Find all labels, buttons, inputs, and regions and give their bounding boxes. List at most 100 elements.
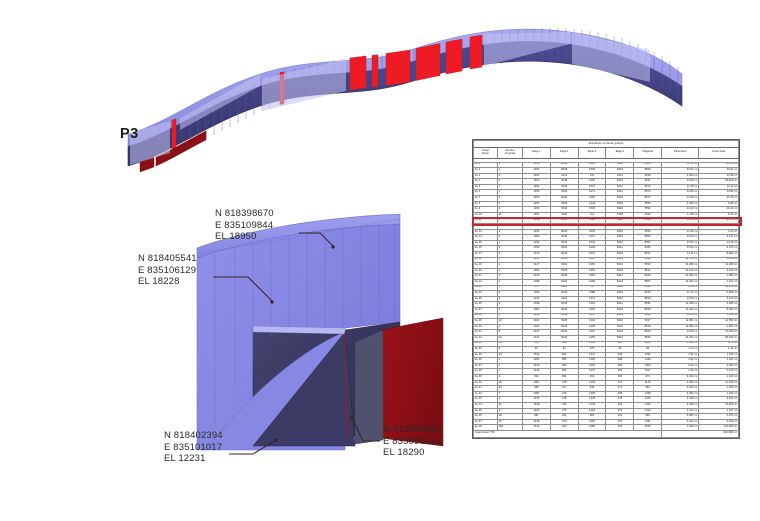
cell-number-of-panels: 13 [496, 351, 524, 359]
cell-panel-area: 13.289 m² [661, 262, 700, 269]
cell-panel-area: 12.142 m² [661, 267, 700, 275]
cell-number-of-panels: 3 [496, 301, 524, 308]
cell-group-area: 5.542 m² [698, 312, 739, 320]
cell-group-area: 1.384 m² [698, 273, 739, 280]
annotation-mid-left: N 818405541 E 835106129 EL 18228 [138, 253, 197, 288]
cell-panel-area: 3.414 m² [661, 407, 700, 415]
cell-number-of-panels: 3 [496, 295, 524, 303]
cell-number-of-panels: 1 [496, 267, 524, 275]
schedule-col-header: Diagonal [633, 146, 663, 159]
cell-number-of-panels: 10 [496, 318, 524, 325]
cell-panel-area: 2.43 m² [661, 368, 700, 376]
schedule-tfoot: Grand total: 750 923.998 m² [472, 430, 739, 438]
schedule-spacer-cell [473, 158, 739, 162]
cell-panel-area: 1.91 m² [661, 357, 700, 364]
cell-group-area: 5.113 m² [698, 295, 739, 303]
schedule-col-header: Panel area [661, 146, 700, 159]
schedule-col-header: Edge 3 [577, 146, 607, 159]
grand-total-label: Grand total: 750 [472, 430, 663, 438]
pale-panel-band [130, 32, 650, 165]
cell-group-area: 13.289 m² [698, 262, 739, 269]
cell-panel-area: 11.14 m² [661, 312, 700, 320]
schedule-spacer-row [473, 158, 739, 162]
annotation-bottom-right: N 818398353 E 835096414 EL 18290 [383, 424, 442, 459]
cell-group-area: 1.491 m² [698, 357, 739, 364]
overview-model-svg [127, 28, 683, 173]
cell-group-area: 13.074 m² [698, 284, 739, 292]
annotation-east: E 835106129 [138, 264, 197, 276]
cell-number-of-panels: 1 [496, 368, 524, 376]
highlighted-panels-top [171, 34, 483, 153]
annotation-north: N 818398353 [383, 424, 442, 435]
cell-number-of-panels: 2 [496, 312, 524, 320]
cell-number-of-panels: 3 [496, 407, 524, 415]
cell-number-of-panels: 32 [496, 402, 524, 409]
cell-number-of-panels: 24 [496, 334, 524, 342]
cell-number-of-panels: 4 [496, 374, 524, 381]
cell-number-of-panels: 150 [496, 424, 524, 431]
cell-number-of-panels: 2 [496, 362, 524, 370]
cell-group-area: 8.682 m² [698, 251, 739, 258]
cell-group-area: 8.75 m² [698, 340, 739, 348]
cell-panel-area: 13.53 m² [661, 329, 700, 336]
cell-group-area: 1.532 m² [698, 351, 739, 359]
cell-panel-area: 1.404 m² [661, 340, 700, 348]
cell-number-of-panels: 38 [496, 413, 524, 420]
cell-number-of-panels: 1 [496, 256, 524, 264]
cell-group-area: 5.386 m² [698, 301, 739, 308]
cell-group-area: 6.228 m² [698, 418, 739, 426]
cell-panel-area: 1.24 m² [661, 346, 700, 353]
cell-panel-area: 11.421 m² [661, 279, 700, 286]
cell-panel-area: 2.02 m² [661, 362, 700, 370]
cell-group-area: 13.524 m² [698, 402, 739, 409]
annotation-elevation: EL 18290 [383, 447, 425, 458]
cell-group-area: 1.952 m² [698, 323, 739, 331]
cell-panel-area: 11.344 m² [661, 306, 700, 314]
cell-number-of-panels: 1 [496, 262, 524, 269]
cell-number-of-panels: 3 [496, 306, 524, 314]
cell-panel-area: 3.014 m² [661, 385, 700, 392]
annotation-elevation: EL 12231 [164, 453, 206, 464]
cell-group-area: 1.403 m² [698, 385, 739, 392]
cell-number-of-panels: 5 [496, 290, 524, 297]
